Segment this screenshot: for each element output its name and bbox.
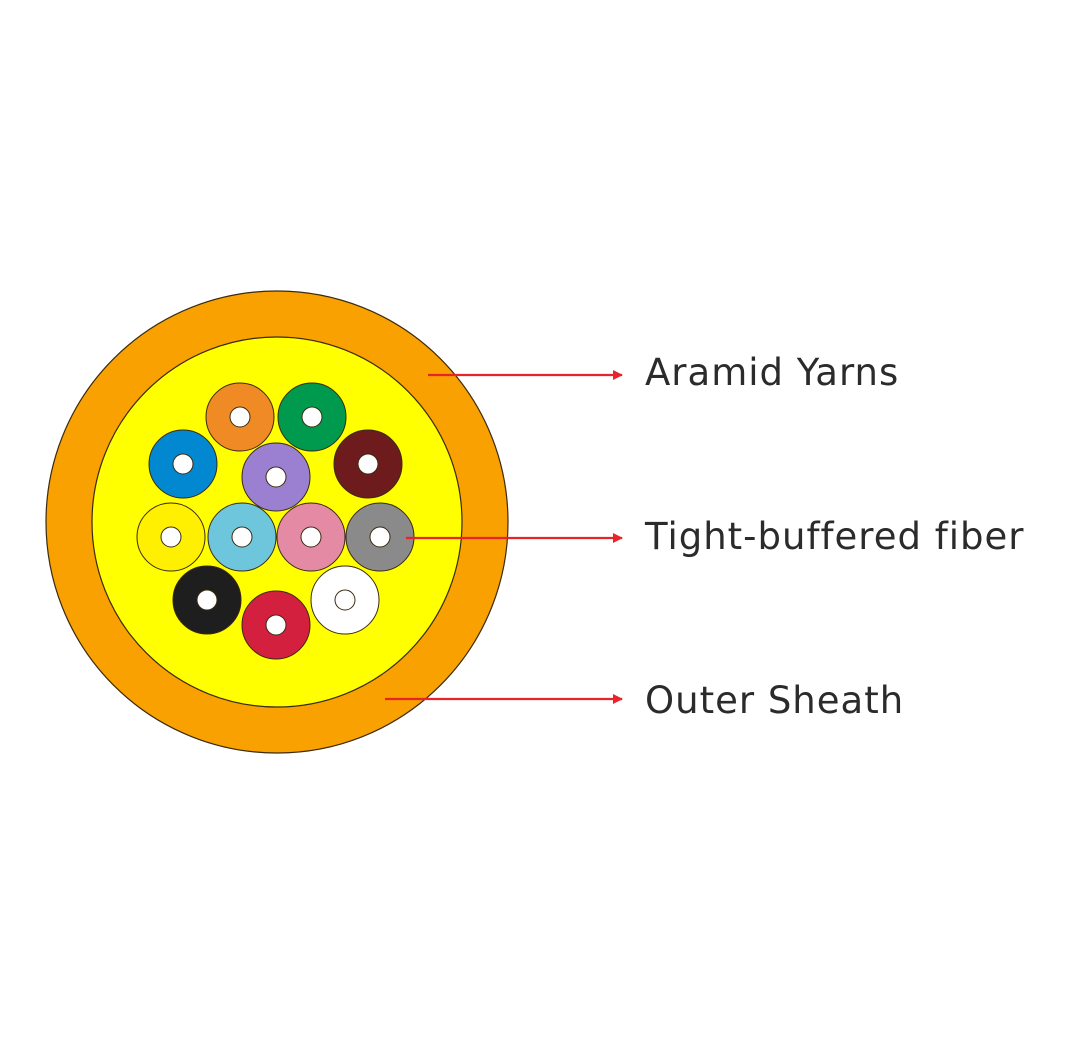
- fiber-core-green: [301, 406, 323, 428]
- fiber-core-rose: [300, 526, 322, 548]
- fiber-core-blue: [172, 453, 194, 475]
- fiber-core-aqua: [231, 526, 253, 548]
- aramid-yarns-label: Aramid Yarns: [645, 351, 900, 394]
- fiber-red: [241, 590, 311, 660]
- tight-buffered-fiber-label: Tight-buffered fiber: [645, 515, 1025, 558]
- fiber-core-yellow: [160, 526, 182, 548]
- fiber-core-violet: [265, 466, 287, 488]
- tight-buffered-fiber-group: [136, 382, 415, 660]
- fiber-core-orange: [229, 406, 251, 428]
- fiber-core-slate: [369, 526, 391, 548]
- fiber-core-red: [265, 614, 287, 636]
- fiber-white: [310, 565, 380, 635]
- fiber-rose: [276, 502, 346, 572]
- fiber-violet: [241, 442, 311, 512]
- fiber-green: [277, 382, 347, 452]
- fiber-aqua: [207, 502, 277, 572]
- fiber-yellow: [136, 502, 206, 572]
- outer-sheath-label: Outer Sheath: [645, 679, 905, 722]
- fiber-core-white: [334, 589, 356, 611]
- fiber-black: [172, 565, 242, 635]
- fiber-slate: [345, 502, 415, 572]
- fiber-orange: [205, 382, 275, 452]
- fiber-blue: [148, 429, 218, 499]
- fiber-core-brown: [357, 453, 379, 475]
- fiber-core-black: [196, 589, 218, 611]
- fiber-brown: [333, 429, 403, 499]
